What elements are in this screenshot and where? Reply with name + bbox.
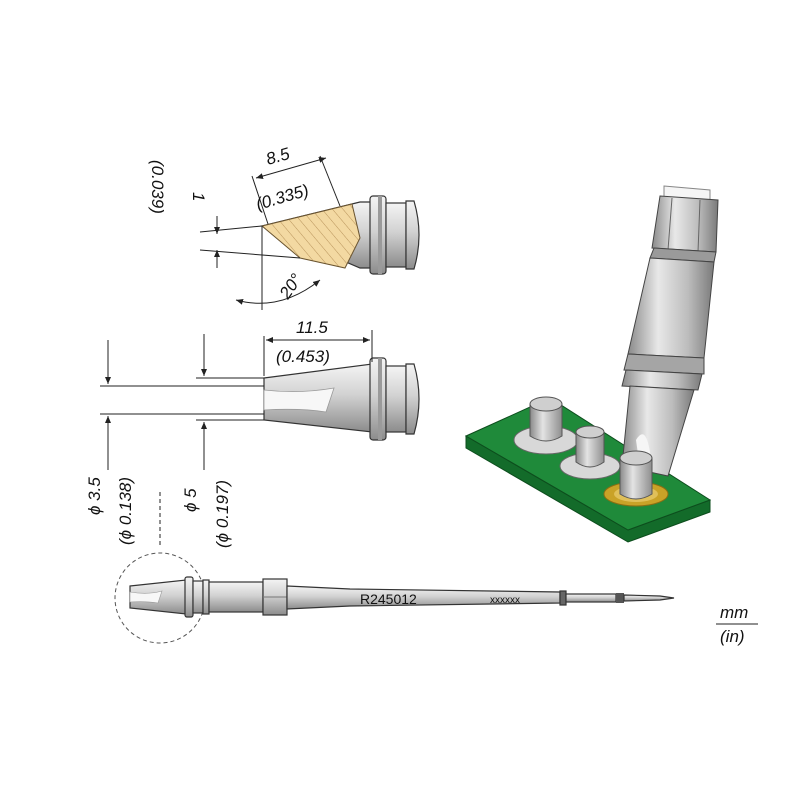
cartridge-sleeve [208, 581, 264, 613]
inner-diameter-in: (ϕ 0.138) [116, 477, 135, 545]
units-mm: mm [720, 603, 748, 622]
tip-side-view: 11.5 (0.453) ϕ 3.5 (ϕ 0.138) ϕ 5 (ϕ 0.19… [85, 318, 420, 548]
bevel-face [260, 203, 361, 269]
cartridge-full-view: R245012 xxxxxx [114, 492, 675, 644]
side-collar-cap [405, 363, 420, 435]
collar-ring-2 [385, 202, 407, 268]
inner-diameter-mm: ϕ 3.5 [85, 477, 104, 515]
serial-number: xxxxxx [490, 595, 520, 606]
bevel-length-mm: 8.5 [264, 144, 292, 169]
bevel-tip-top-view: 1 (0.039) 8.5 (0.335) 20° [148, 144, 420, 310]
side-collar-ring-2 [385, 365, 407, 433]
bevel-angle: 20° [275, 270, 306, 303]
bevel-length-in: (0.335) [254, 181, 311, 214]
tip-thickness-mm: 1 [189, 192, 208, 201]
cartridge-collar-2 [192, 580, 204, 614]
connector-pin [565, 593, 617, 603]
side-tip-groove [263, 387, 335, 413]
connector-needle [623, 594, 675, 602]
outer-diameter-mm: ϕ 5 [181, 488, 200, 512]
post-3 [619, 457, 653, 500]
connector-band [559, 590, 567, 606]
tip-length-mm: 11.5 [296, 318, 328, 337]
outer-diameter-in: (ϕ 0.197) [213, 480, 232, 548]
tip-thickness-in: (0.039) [148, 160, 167, 214]
collar-cap [405, 200, 420, 270]
part-number: R245012 [360, 591, 417, 607]
soldering-iron [619, 185, 719, 500]
application-illustration [464, 185, 719, 543]
connector-ring [616, 593, 624, 603]
units-in: (in) [720, 627, 745, 646]
cartridge-collar-1 [184, 576, 194, 618]
tip-length-in: (0.453) [276, 347, 330, 366]
cartridge-collar-3 [202, 579, 210, 615]
